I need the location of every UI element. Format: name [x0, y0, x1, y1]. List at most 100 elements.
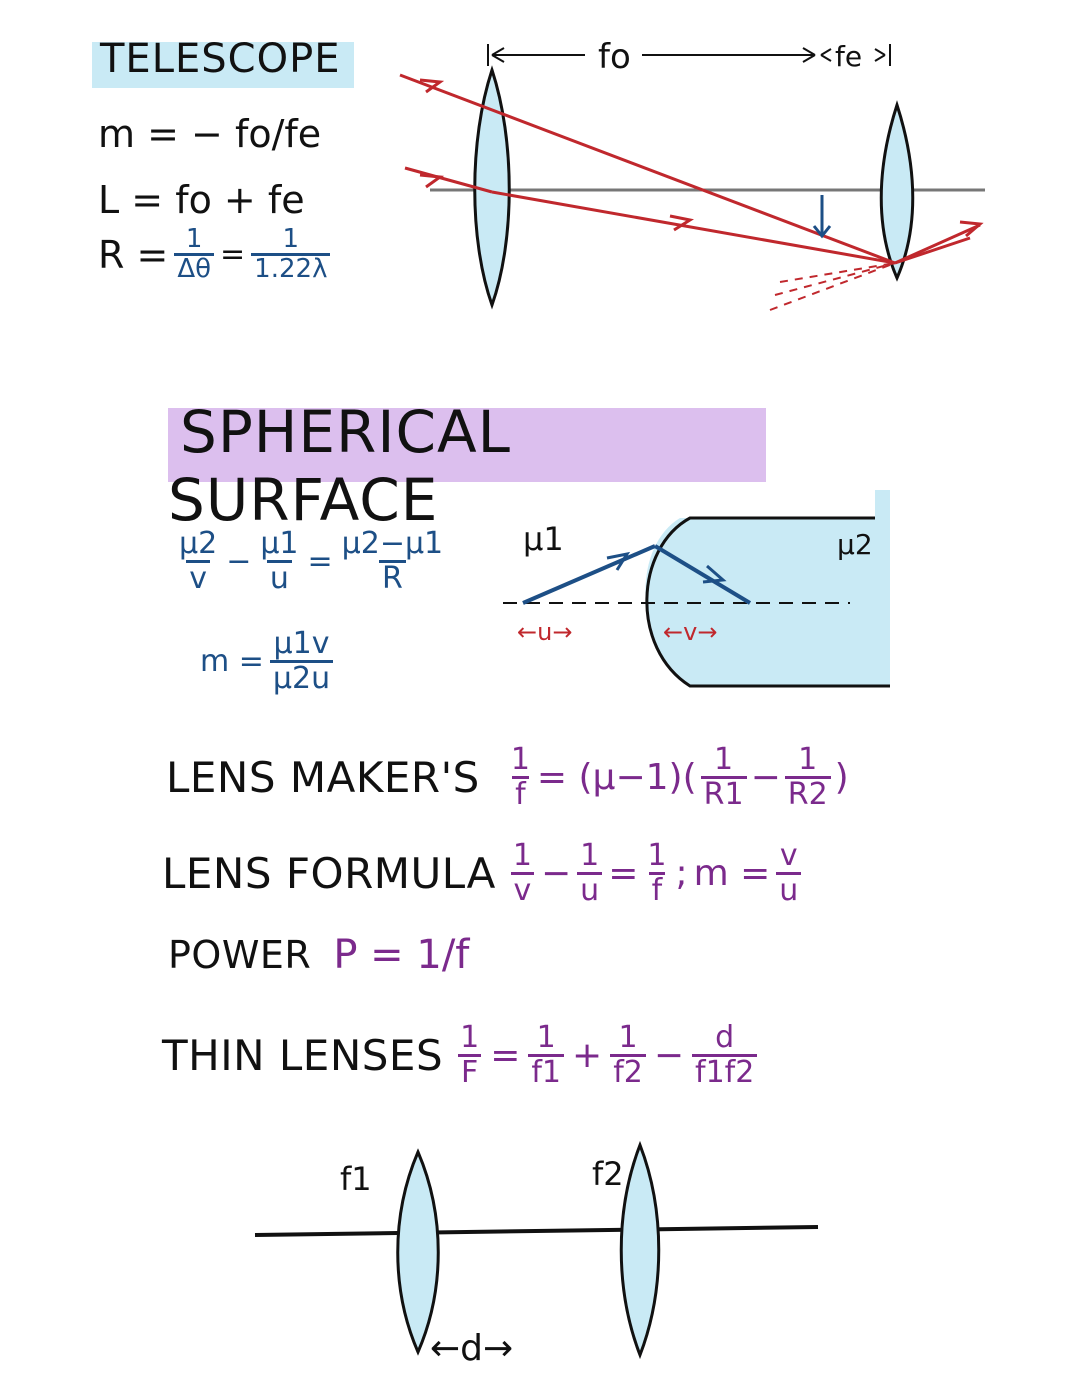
f1-label: f1	[340, 1160, 372, 1198]
frac-term-1: μ2 v	[176, 528, 220, 594]
refracted-ray	[653, 544, 752, 605]
frac-num: d	[715, 1020, 735, 1055]
frac-num: 1	[185, 224, 203, 254]
tel-r-lhs: R =	[98, 232, 169, 277]
frac-den: f	[648, 871, 666, 907]
principal-axis	[254, 1225, 819, 1237]
frac-den: f1f2	[692, 1053, 758, 1089]
frac-den: R2	[784, 775, 831, 811]
frac-den: 1.22λ	[251, 253, 331, 283]
lens-1	[396, 1148, 440, 1356]
ray-arrow	[419, 173, 445, 189]
tel-r-frac1: 1 Δθ	[174, 224, 215, 284]
ray-out-1	[894, 223, 981, 265]
lens-maker-formula: 1 f = (μ−1)( 1 R1 − 1 R2 )	[508, 744, 849, 810]
thin-lenses-formula: 1 F = 1 f1 + 1 f2 − d f1f2	[457, 1020, 758, 1089]
minus-sign: −	[226, 543, 252, 579]
frac-num: μ1v	[273, 626, 330, 661]
objective-lens	[473, 65, 511, 310]
F-frac: 1 F	[457, 1022, 482, 1088]
frac-den: u	[776, 871, 802, 907]
mu2-label: μ2	[837, 528, 873, 561]
incident-ray	[522, 544, 656, 605]
fo-label: fo	[598, 37, 631, 77]
lhs-frac: 1 f	[508, 744, 533, 810]
mag-frac: μ1v μ2u	[269, 626, 334, 695]
plus-sign: +	[572, 1034, 603, 1076]
ray-out-2	[894, 236, 971, 265]
ray-arrow	[669, 214, 694, 232]
lens-2	[619, 1140, 661, 1360]
equals-sign: =	[490, 1034, 521, 1076]
telescope-title-text: TELESCOPE	[100, 36, 341, 82]
frac-den: u	[266, 559, 292, 595]
lens-formula-label: LENS FORMULA	[162, 848, 496, 898]
u-frac: 1 u	[577, 840, 603, 906]
frac-num: 1	[460, 1020, 480, 1055]
v-label: ←v→	[663, 618, 717, 646]
frac-num: 1	[512, 838, 532, 873]
ray-arrow	[606, 551, 631, 571]
telescope-diagram: fo fe	[399, 37, 985, 311]
spherical-title-text: SPHERICAL SURFACE	[168, 398, 511, 534]
magnification-formula: m = μ1v μ2u	[200, 626, 334, 695]
frac-den: R	[378, 559, 406, 595]
lens-maker-label: LENS MAKER'S	[166, 752, 480, 802]
arrowhead	[491, 47, 505, 63]
minus-sign: −	[750, 756, 781, 798]
tel-r-eq: =	[220, 237, 246, 273]
tel-r-frac2: 1 1.22λ	[251, 224, 331, 284]
frac-num: v	[779, 838, 798, 873]
tel-m-rhs: fo/fe	[234, 112, 322, 156]
refraction-formula: μ2 v − μ1 u = μ2−μ1 R	[176, 528, 446, 594]
ray-top	[399, 73, 896, 265]
frac-num: 1	[282, 224, 300, 254]
tel-l-lhs: L =	[98, 178, 164, 222]
arrowhead	[874, 48, 886, 62]
eyepiece-lens	[879, 100, 915, 282]
ray-arrow	[419, 78, 445, 94]
separator: ;	[675, 852, 688, 894]
d-frac: d f1f2	[692, 1020, 758, 1089]
arrowhead	[820, 48, 832, 62]
d-label: ←d→	[430, 1328, 513, 1369]
close-paren: )	[834, 756, 849, 798]
virtual-ray-2	[774, 262, 896, 296]
ray-arrow	[702, 564, 727, 584]
telescope-magnification-formula: m = − fo/fe	[98, 112, 321, 156]
u-label: ←u→	[517, 618, 572, 646]
equals-sign: =	[307, 543, 333, 579]
frac-den: F	[458, 1053, 482, 1089]
telescope-resolving-formula: R = 1 Δθ = 1 1.22λ	[98, 224, 331, 284]
v-frac: 1 v	[510, 840, 535, 906]
telescope-length-formula: L = fo + fe	[98, 178, 305, 222]
ray-bottom-in	[404, 166, 493, 194]
f2-label: f2	[592, 1155, 624, 1193]
frac-term-3: μ2−μ1 R	[339, 528, 446, 594]
ray-bottom-refracted	[491, 190, 896, 265]
lens-formula-row: LENS FORMULA 1 v − 1 u = 1 f ; m = v u	[162, 838, 802, 907]
frac-den: μ2u	[269, 659, 334, 695]
virtual-ray-3	[779, 262, 896, 283]
frac-den: f1	[528, 1053, 565, 1089]
frac-den: Δθ	[174, 253, 215, 283]
frac-num: 1	[510, 742, 530, 777]
title-highlight	[168, 408, 766, 482]
m-lhs: m =	[693, 852, 771, 894]
frac-num: 1	[647, 838, 667, 873]
mag-lhs: m =	[200, 643, 264, 679]
tel-l-rhs: fo + fe	[175, 178, 305, 222]
fe-label: fe	[835, 40, 862, 73]
frac-num: μ2	[179, 526, 218, 561]
f1-frac: 1 f1	[528, 1020, 565, 1089]
frac-den: R1	[700, 775, 747, 811]
minus-sign: −	[540, 852, 572, 894]
frac-den: v	[186, 559, 210, 595]
r2-frac: 1 R2	[784, 744, 831, 811]
frac-den: f	[512, 775, 529, 811]
spherical-diagram: μ1 μ2 ←u→ ←v→	[503, 490, 890, 688]
frac-num: μ2−μ1	[341, 526, 444, 561]
frac-num: 1	[536, 1020, 556, 1055]
title-highlight	[92, 42, 354, 88]
r1-frac: 1 R1	[700, 744, 747, 811]
